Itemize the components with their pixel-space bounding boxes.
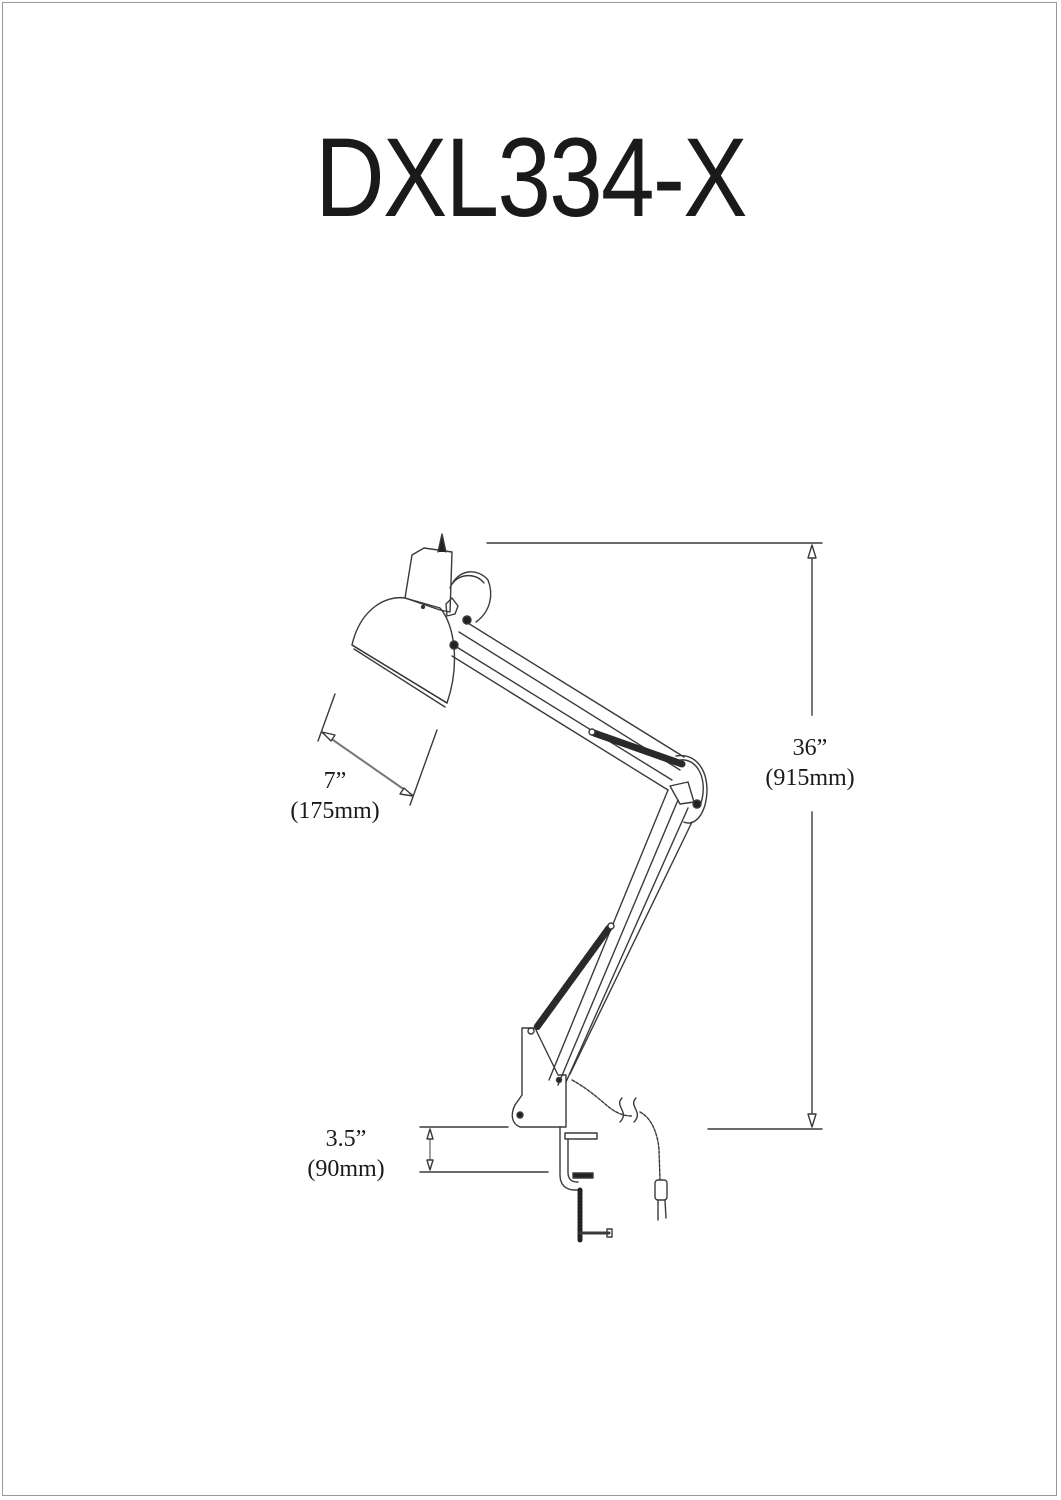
clamp-opening-metric: (90mm)	[307, 1156, 385, 1182]
clamp-base	[511, 1027, 613, 1243]
height-dimension	[486, 542, 823, 1130]
model-title: DXL334-X	[315, 115, 747, 240]
overall-height-imperial: 36”	[792, 735, 828, 761]
power-cord	[571, 1079, 661, 1181]
overall-height-metric: (915mm)	[765, 765, 855, 791]
overall-height-label: 36” (915mm)	[755, 733, 865, 793]
clamp-dimension	[419, 1126, 549, 1173]
elbow-joint	[669, 755, 708, 824]
upper-arm	[449, 615, 686, 791]
shade-diameter-metric: (175mm)	[290, 798, 380, 824]
clamp-opening-label: 3.5” (90mm)	[296, 1124, 396, 1184]
shade-dimension	[317, 693, 438, 806]
lower-arm	[533, 789, 693, 1086]
shade-diameter-imperial: 7”	[323, 768, 347, 794]
lamp-shade	[351, 533, 492, 708]
shade-diameter-label: 7” (175mm)	[285, 766, 385, 826]
plug-icon	[654, 1179, 668, 1221]
clamp-opening-imperial: 3.5”	[325, 1126, 367, 1152]
